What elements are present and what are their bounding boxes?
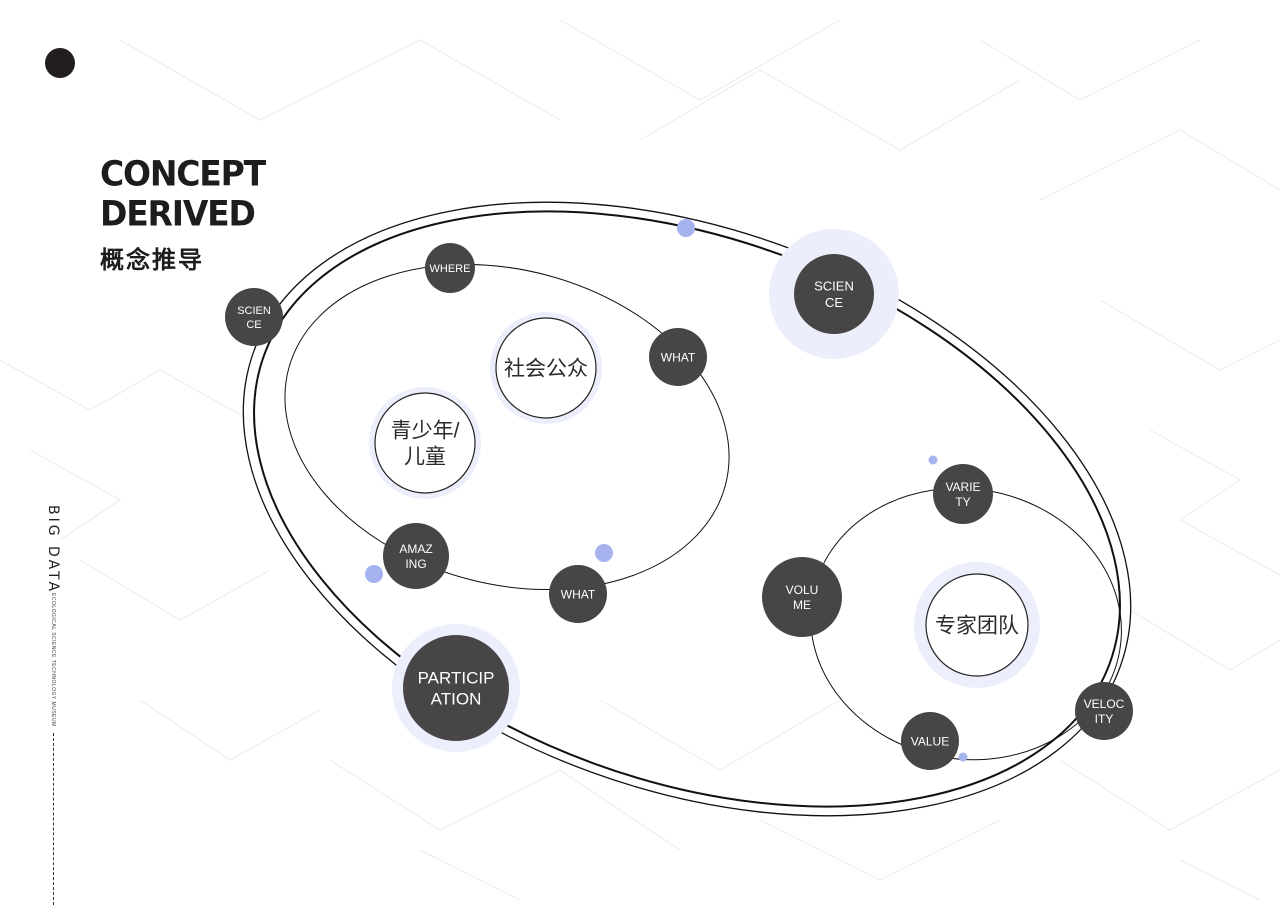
node-science-left-circle (225, 288, 283, 346)
accent-dot-5 (958, 752, 968, 762)
node-value: VALUE (901, 712, 959, 770)
node-participation: PARTICIP ATION (392, 624, 520, 752)
node-science-top: SCIENCE (769, 229, 899, 359)
node-what-bottom: WHAT (549, 565, 607, 623)
node-velocity-label-line-1: VELOC (1084, 697, 1125, 711)
node-youth-circle (374, 392, 476, 494)
node-what-top-label-line-1: WHAT (661, 350, 696, 364)
node-participation-circle (403, 635, 509, 741)
node-what-bottom-circle (549, 565, 607, 623)
node-value-circle (901, 712, 959, 770)
node-science-top-circle (794, 254, 874, 334)
node-public-circle (495, 317, 597, 419)
node-amazing-label-line-2: ING (405, 557, 426, 571)
title-line-1: CONCEPT (100, 153, 266, 194)
accent-dots (365, 219, 968, 762)
node-amazing-label-line-1: AMAZ (399, 542, 432, 556)
outer-orbit-a (242, 201, 1132, 817)
node-youth-label-line-1: 青少年/ (391, 419, 460, 442)
node-value-label-line-1: VALUE (911, 734, 949, 748)
node-youth: 青少年/儿童 (369, 387, 481, 499)
node-where: WHERE (425, 243, 475, 293)
inner-orbit-left (284, 263, 730, 591)
page-subtitle: 概念推导 (100, 247, 204, 274)
node-participation-label-line-2: ATION (431, 690, 482, 709)
node-experts-label-line-1: 专家团队 (935, 615, 1019, 638)
side-title: BIG DATA (45, 505, 61, 595)
accent-dot-2 (365, 565, 383, 583)
node-velocity-label-line-2: ITY (1095, 712, 1114, 726)
diagram-orbits (242, 201, 1132, 817)
side-dashed-line (53, 733, 54, 905)
page-title: CONCEPT DERIVED (100, 153, 266, 234)
node-where-label-line-1: WHERE (430, 263, 471, 275)
side-caption: ECOLOGICAL SCIENCE TECHNOLOGY MUSEUM (50, 593, 56, 727)
node-volume-circle (762, 557, 842, 637)
node-science-top-label-line-1: SCIEN (814, 279, 854, 294)
node-public-label-line-1: 社会公众 (504, 358, 588, 381)
node-what-top-circle (649, 328, 707, 386)
node-science-left-label-line-1: SCIEN (237, 305, 271, 317)
node-youth-label-line-2: 儿童 (404, 446, 446, 469)
accent-dot-3 (595, 544, 613, 562)
node-experts: 专家团队 (914, 562, 1040, 688)
outer-orbit-b (253, 210, 1121, 808)
node-public: 社会公众 (490, 312, 602, 424)
node-experts-circle (925, 573, 1029, 677)
title-line-2: DERIVED (100, 192, 256, 234)
node-what-bottom-label-line-1: WHAT (561, 587, 596, 601)
node-volume-label-line-1: VOLU (786, 583, 819, 597)
accent-dot-1 (677, 219, 695, 237)
node-science-top-label-line-2: CE (825, 295, 843, 310)
node-participation-label-line-1: PARTICIP (418, 668, 495, 687)
node-what-top: WHAT (649, 328, 707, 386)
node-variety-label-line-2: TY (955, 495, 970, 509)
node-where-circle (425, 243, 475, 293)
node-variety-label-line-1: VARIE (945, 480, 980, 494)
side-label: BIG DATA ECOLOGICAL SCIENCE TECHNOLOGY M… (36, 505, 76, 905)
node-velocity-circle (1075, 682, 1133, 740)
node-variety-circle (933, 464, 993, 524)
node-science-left-label-line-2: CE (246, 319, 261, 331)
corner-dot (45, 48, 75, 78)
node-volume-label-line-2: ME (793, 598, 811, 612)
node-science-left: SCIEN CE (225, 288, 283, 346)
node-amazing-circle (383, 523, 449, 589)
accent-dot-4 (928, 455, 938, 465)
dark-nodes: SCIENCEWHEREWHATAMAZINGWHATSCIENCEPARTIC… (225, 229, 1133, 770)
